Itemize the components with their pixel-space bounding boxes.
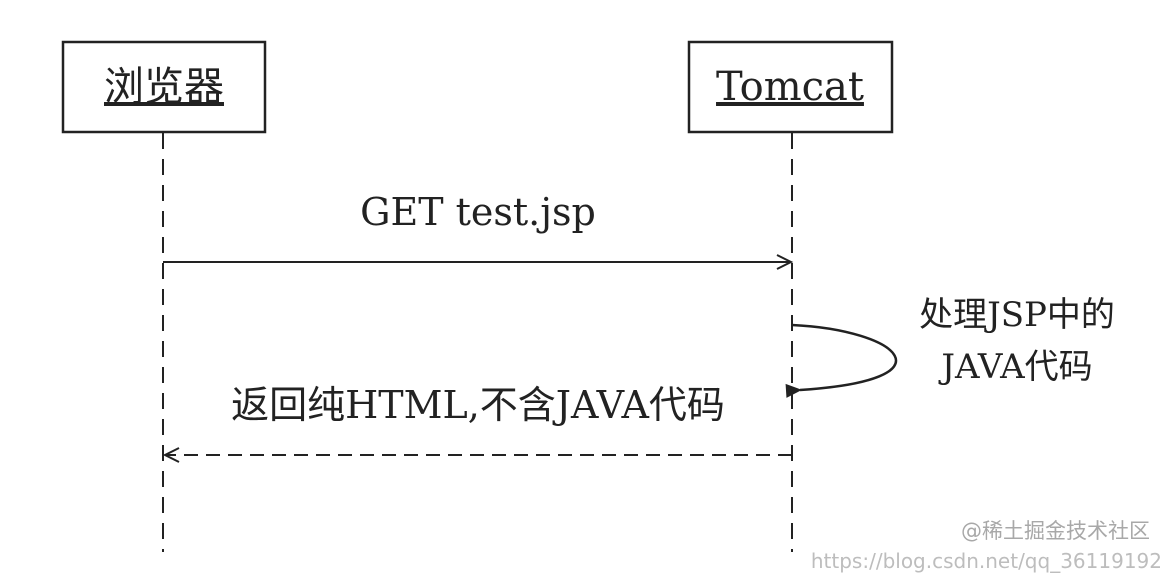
participant-tomcat: Tomcat	[687, 40, 894, 134]
self-process-label-line1: 处理JSP中的	[919, 295, 1115, 335]
watermark-brand: @稀土掘金技术社区	[961, 519, 1150, 543]
self-process-label-line2: JAVA代码	[938, 347, 1092, 387]
request-label: GET test.jsp	[360, 190, 596, 234]
participant-browser-label: 浏览器	[104, 64, 224, 110]
participant-browser: 浏览器	[61, 40, 267, 134]
response-label: 返回纯HTML,不含JAVA代码	[231, 383, 725, 427]
watermark-url: https://blog.csdn.net/qq_36119192	[811, 549, 1162, 573]
self-process-arrow	[785, 323, 898, 398]
participant-tomcat-label: Tomcat	[716, 64, 864, 110]
